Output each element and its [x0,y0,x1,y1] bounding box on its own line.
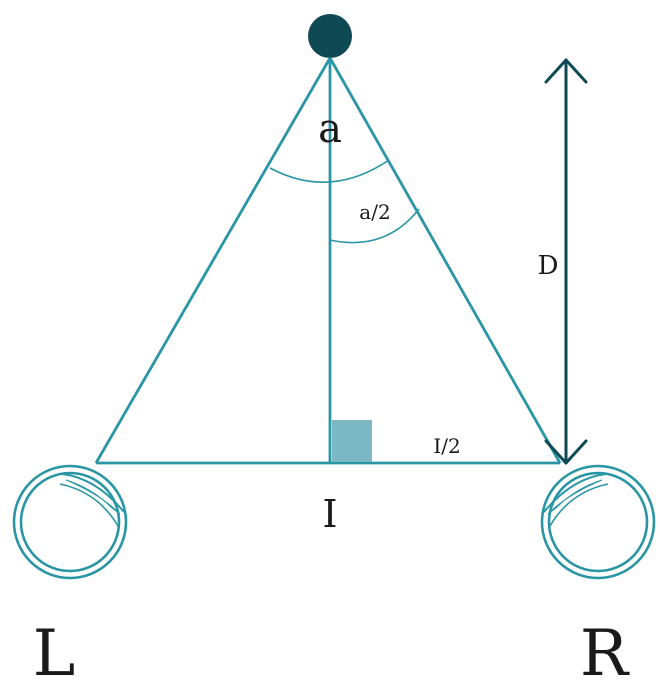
apex-angle-label: a [318,106,342,152]
half-angle-arc [329,208,420,244]
right-angle-marker [332,420,372,462]
baseline-label: I [322,492,337,536]
left-sight-line [94,57,332,464]
target-object [308,14,352,58]
half-baseline-label: I/2 [433,434,460,458]
apex-angle-arc [269,159,390,183]
distance-label: D [538,251,559,281]
right-eye-icon [540,464,656,580]
half-angle-label: a/2 [359,200,390,224]
left-eye-label: L [33,617,76,686]
distance-arrow [544,58,588,465]
right-sight-line [328,57,562,464]
right-eye-label: R [580,617,630,686]
left-eye-icon [12,464,128,580]
